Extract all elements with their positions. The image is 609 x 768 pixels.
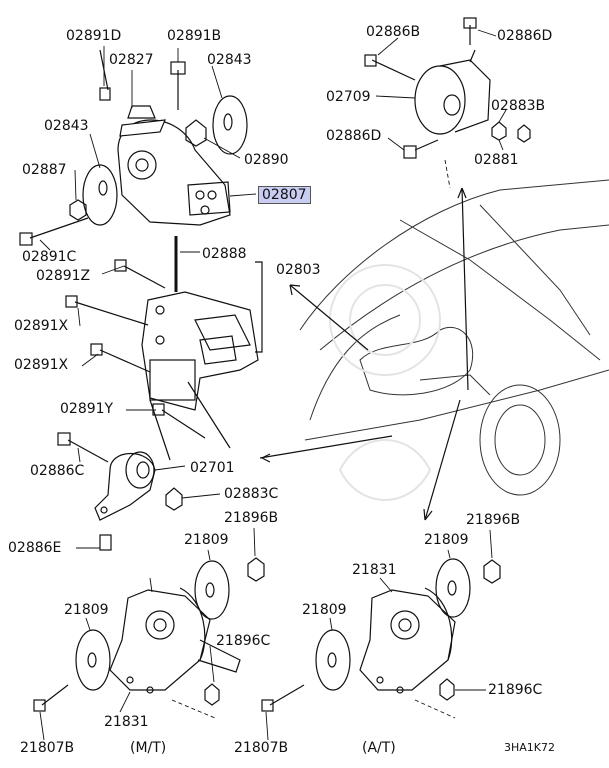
label-21896C-at: 21896C [488,682,543,698]
label-02887: 02887 [22,162,67,178]
bolt-02891C [29,217,89,239]
label-21831-at: 21831 [352,562,397,578]
label-02886C: 02886C [30,463,85,479]
label-21831-mt: 21831 [104,714,149,730]
label-02803: 02803 [276,262,321,278]
label-02827: 02827 [109,52,154,68]
label-21807B-at: 21807B [234,740,289,756]
mount-at [359,587,456,694]
label-02891X-a: 02891X [14,318,69,334]
mount-02807 [117,105,231,226]
mount-02709 [414,49,491,135]
bush-02701 [94,451,156,521]
label-21809-mt-right: 21809 [184,532,229,548]
washer-02843-top [212,95,248,155]
label-21896C-mt: 21896C [216,633,271,649]
label-02886B: 02886B [366,24,421,40]
label-21807B-mt: 21807B [20,740,75,756]
label-02886D-lower: 02886D [326,128,382,144]
label-02891Y: 02891Y [60,401,114,417]
watermark [329,264,441,501]
bolt-02891X-b [99,349,151,373]
arrow-to-car-3 [424,399,461,521]
label-02891D: 02891D [66,28,122,44]
bolt-02891X-a [74,301,149,326]
label-02890: 02890 [244,152,289,168]
diagram-code: 3HA1K72 [504,741,556,754]
label-21809-at-left: 21809 [302,602,347,618]
label-02881: 02881 [474,152,519,168]
label-02843-left: 02843 [44,118,89,134]
car-body-outline [299,179,609,496]
bolt-02886B [371,59,416,81]
washer-21809-at-right [435,558,471,618]
bracket-02803 [141,291,259,411]
label-02883B: 02883B [491,98,546,114]
mount-mt [109,587,241,694]
label-02883C: 02883C [224,486,279,502]
label-02891Z: 02891Z [36,268,91,284]
label-02891B: 02891B [167,28,222,44]
label-21896B-at: 21896B [466,512,521,528]
bolt-02891Z [123,265,166,289]
label-21809-mt-left: 21809 [64,602,109,618]
arrow-to-car-2 [461,187,469,391]
label-mt-variant: (M/T) [130,740,167,756]
nut-02890 [185,119,207,147]
washer-21809-at-left [315,629,351,691]
label-02886E: 02886E [8,540,62,556]
bolt-02891D-head [99,87,111,101]
label-02886D-top: 02886D [497,28,553,44]
washer-21809-mt-right [194,560,230,620]
bolt-02891Y [161,409,206,439]
label-02709: 02709 [326,89,371,105]
label-02701: 02701 [190,460,235,476]
label-at-variant: (A/T) [362,740,396,756]
washer-21809-mt-left [75,629,111,691]
label-02888: 02888 [202,246,247,262]
label-02807-highlighted[interactable]: 02807 [258,186,311,204]
label-02843-top: 02843 [207,52,252,68]
arrow-to-car-1 [289,284,369,351]
washer-02843-left [82,164,118,226]
label-02891C: 02891C [22,249,77,265]
label-21896B-mt: 21896B [224,510,279,526]
label-21809-at-right: 21809 [424,532,469,548]
label-02891X-b: 02891X [14,357,69,373]
